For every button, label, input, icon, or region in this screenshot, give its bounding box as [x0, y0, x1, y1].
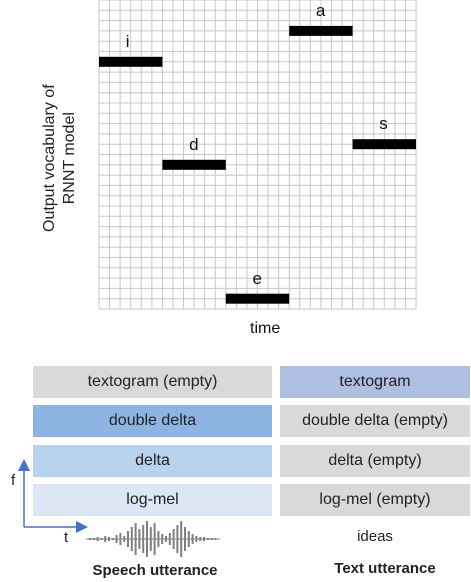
text-log-mel-box: log-mel (empty)	[280, 484, 470, 516]
token-bar-e	[225, 293, 290, 304]
token-bar-d	[162, 159, 226, 170]
grid-lines	[98, 0, 417, 310]
alignment-grid	[98, 0, 417, 310]
text-input-value: ideas	[357, 528, 393, 545]
speech-log-mel-box: log-mel	[33, 484, 272, 516]
f-axis-label: f	[11, 472, 16, 489]
speech-double-delta-label: double delta	[108, 412, 197, 429]
token-label-e: e	[252, 268, 262, 288]
text-double-delta-box: double delta (empty)	[280, 405, 470, 437]
speech-textogram-box: textogram (empty)	[33, 366, 272, 398]
y-axis-label-line1: Output vocabulary of	[41, 84, 58, 232]
x-axis-label: time	[250, 320, 281, 337]
token-label-d: d	[189, 134, 199, 154]
speech-delta-box: delta	[33, 445, 272, 477]
feature-axes	[18, 459, 88, 533]
token-label-i: i	[125, 31, 130, 51]
speech-log-mel-label: log-mel	[126, 491, 179, 508]
token-label-s: s	[379, 114, 388, 134]
token-bar-a	[289, 25, 353, 36]
y-axis-label-line2: RNNT model	[61, 112, 78, 205]
t-axis-label: t	[64, 529, 69, 546]
token-bars	[99, 25, 416, 304]
text-delta-box: delta (empty)	[280, 445, 470, 477]
token-bar-s	[352, 139, 416, 150]
speech-double-delta-box: double delta	[33, 405, 272, 437]
speech-delta-label: delta	[135, 452, 170, 469]
speech-utterance-caption: Speech utterance	[92, 562, 218, 579]
text-utterance-caption: Text utterance	[334, 560, 436, 577]
token-bar-i	[99, 56, 163, 67]
token-label-a: a	[315, 0, 326, 20]
text-double-delta-label: double delta (empty)	[302, 412, 448, 429]
y-axis-label: Output vocabulary of RNNT model	[40, 84, 80, 232]
text-delta-label: delta (empty)	[328, 452, 422, 469]
text-log-mel-label: log-mel (empty)	[319, 491, 431, 508]
speech-waveform-icon	[86, 521, 220, 557]
text-textogram-box: textogram	[280, 366, 470, 398]
speech-textogram-label: textogram (empty)	[87, 373, 218, 390]
text-textogram-label: textogram	[339, 373, 411, 390]
